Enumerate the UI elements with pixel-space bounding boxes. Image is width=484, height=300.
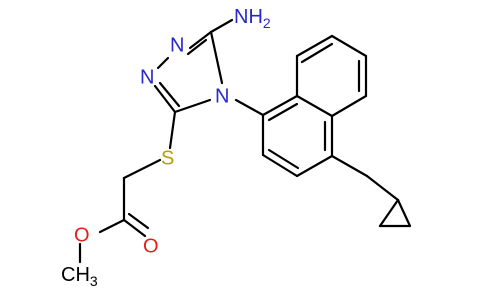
- ester-o-double-label: O: [143, 235, 159, 257]
- bond-n2-c3: [153, 84, 177, 114]
- bond-carbonyl-o-double: [127, 212, 150, 230]
- bond-n4-c5: [209, 30, 224, 85]
- bond-c3-n4: [173, 98, 212, 114]
- bond-b3: [330, 34, 368, 58]
- bond-n2-c3-double: [158, 81, 181, 108]
- bond-naph-cyclopropyl: [330, 154, 369, 178]
- naphthalene-ring-lower: [261, 94, 334, 178]
- methyl-label: CH3: [61, 264, 98, 288]
- triazole-n2-label: N: [140, 66, 154, 88]
- triazole-n1-label: N: [170, 34, 184, 56]
- bond-cp-2: [396, 198, 412, 228]
- bond-cp-hidden: [367, 176, 410, 226]
- bond-a2: [261, 153, 299, 178]
- bond-c5-amine: [209, 18, 234, 34]
- bond-a6-double: [267, 102, 299, 122]
- triazole-ring: [153, 30, 224, 114]
- bond-n4-naph: [234, 98, 265, 117]
- triazole-n4-label: N: [215, 85, 229, 107]
- naphthalene-ring-upper: [295, 34, 368, 118]
- cyclopropyl: [330, 154, 412, 228]
- bond-b2-double: [300, 42, 334, 64]
- bond-a2-double: [267, 148, 300, 170]
- bond-carbonyl-o: [122, 218, 147, 238]
- thioether-s-label: S: [161, 147, 174, 169]
- bond-c5-n1-double: [186, 38, 208, 56]
- bond-a5: [295, 94, 334, 118]
- ester-o-single-label: O: [74, 224, 90, 246]
- bond-a3: [295, 154, 334, 178]
- bond-a6: [261, 94, 299, 117]
- amine-label: NH2: [234, 6, 271, 30]
- bond-carbonyl-oester: [98, 218, 126, 234]
- bond-c5-n1: [188, 30, 213, 50]
- bond-b2: [295, 34, 334, 58]
- bond-b5: [330, 94, 368, 118]
- bond-cp-1: [365, 174, 400, 202]
- bond-s-ch2: [122, 158, 162, 180]
- bond-c3-s: [168, 110, 177, 150]
- bond-n1-n2: [156, 56, 170, 70]
- bond-cp-3: [378, 198, 400, 228]
